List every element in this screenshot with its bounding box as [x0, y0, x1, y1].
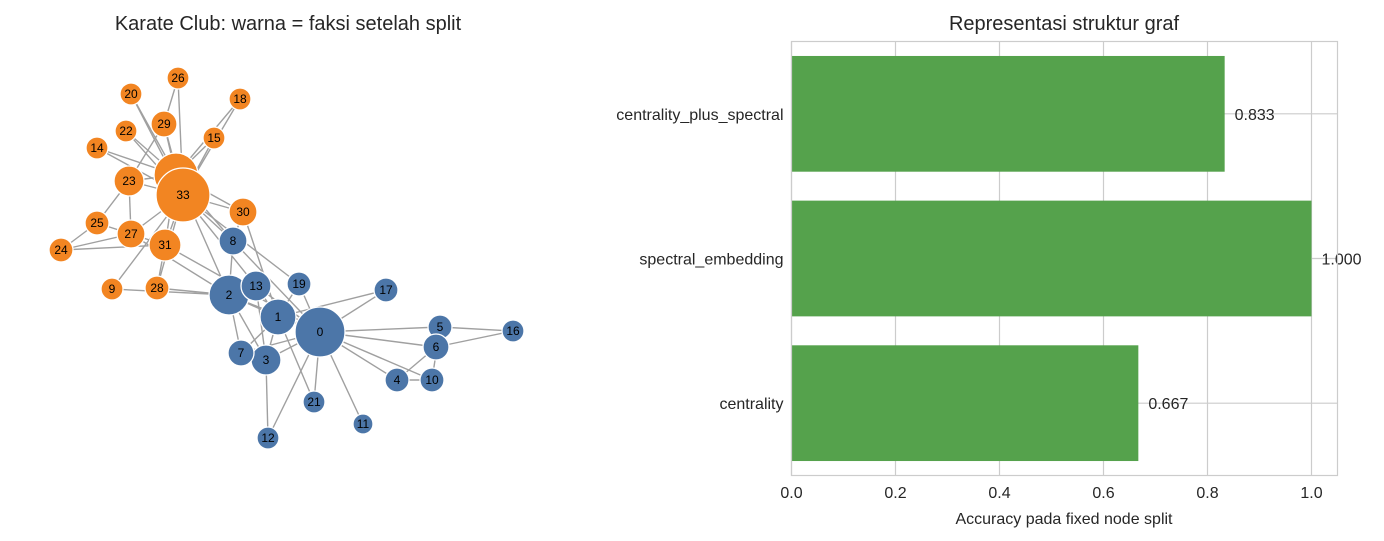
node-label: 14 [90, 141, 104, 155]
node-label: 28 [150, 281, 164, 295]
node-label: 25 [90, 216, 104, 230]
network-node [155, 167, 211, 223]
network-node [240, 270, 272, 302]
network-node [286, 271, 312, 297]
node-label: 7 [238, 346, 245, 360]
x-tick-label: 0.2 [884, 485, 906, 502]
x-axis-label: Accuracy pada fixed node split [955, 511, 1173, 528]
network-node [150, 110, 178, 138]
network-node [302, 390, 326, 414]
network-node [84, 210, 110, 236]
node-label: 19 [292, 277, 306, 291]
network-node [419, 367, 445, 393]
node-label: 16 [506, 324, 520, 338]
y-tick-labels: centrality_plus_spectral spectral_embeddi… [616, 107, 783, 413]
node-label: 2 [226, 288, 233, 302]
network-panel: Karate Club: warna = faksi setelah split… [48, 13, 525, 450]
network-node [202, 126, 226, 150]
bar-title: Representasi struktur graf [949, 13, 1180, 35]
network-node [501, 319, 525, 343]
node-label: 4 [394, 373, 401, 387]
node-label: 26 [171, 71, 185, 85]
network-node [259, 298, 297, 336]
x-tick-label: 0.6 [1092, 485, 1114, 502]
network-node [119, 82, 143, 106]
bar-value-label: 1.000 [1322, 252, 1362, 269]
node-label: 30 [236, 205, 250, 219]
node-label: 9 [109, 282, 116, 296]
node-label: 33 [176, 188, 190, 202]
bar [791, 200, 1312, 317]
network-nodes: 0123456789101112131415161718192021222324… [48, 66, 525, 450]
network-node [85, 136, 109, 160]
node-label: 8 [230, 234, 237, 248]
node-label: 20 [124, 87, 138, 101]
node-label: 15 [207, 131, 221, 145]
node-label: 21 [307, 395, 321, 409]
node-label: 24 [54, 243, 68, 257]
x-tick-label: 0.4 [988, 485, 1010, 502]
bar-series: 0.833 1.000 0.667 [791, 55, 1362, 462]
network-node [114, 119, 138, 143]
network-node [373, 277, 399, 303]
network-node [166, 66, 190, 90]
node-label: 10 [425, 373, 439, 387]
y-tick-label: centrality_plus_spectral [616, 107, 783, 124]
x-tick-label: 0.0 [780, 485, 802, 502]
node-label: 31 [158, 238, 172, 252]
node-label: 1 [275, 310, 282, 324]
bar-panel: Representasi struktur graf 0.833 1.000 0.6… [616, 13, 1361, 528]
node-label: 22 [119, 124, 133, 138]
network-node [228, 197, 258, 227]
network-node [294, 306, 346, 358]
network-title: Karate Club: warna = faksi setelah split [115, 13, 462, 35]
network-node [113, 165, 145, 197]
node-label: 13 [249, 279, 263, 293]
node-label: 3 [263, 353, 270, 367]
network-node [228, 87, 252, 111]
bar-value-label: 0.667 [1148, 396, 1188, 413]
x-tick-label: 1.0 [1300, 485, 1322, 502]
node-label: 0 [317, 325, 324, 339]
node-label: 5 [437, 320, 444, 334]
bar [791, 55, 1225, 172]
network-node [48, 237, 74, 263]
network-node [256, 426, 280, 450]
bar-value-label: 0.833 [1235, 107, 1275, 124]
y-tick-label: centrality [719, 396, 783, 413]
x-tick-labels: 0.0 0.2 0.4 0.6 0.8 1.0 [780, 485, 1322, 502]
node-label: 18 [233, 92, 247, 106]
network-node [422, 333, 450, 361]
bar [791, 345, 1139, 462]
node-label: 23 [122, 174, 136, 188]
y-tick-label: spectral_embedding [639, 252, 783, 269]
network-node [218, 226, 248, 256]
node-label: 29 [157, 117, 171, 131]
node-label: 27 [124, 227, 138, 241]
network-node [227, 339, 255, 367]
network-edge [60, 244, 166, 251]
network-node [100, 277, 124, 301]
network-node [148, 228, 182, 262]
node-label: 17 [379, 283, 393, 297]
network-node [116, 219, 146, 249]
node-label: 11 [357, 417, 370, 431]
network-node [384, 367, 410, 393]
node-label: 6 [433, 340, 440, 354]
network-node [144, 275, 170, 301]
node-label: 12 [261, 431, 275, 445]
network-node [352, 413, 374, 435]
plot-frame [790, 40, 1339, 477]
x-tick-label: 0.8 [1196, 485, 1218, 502]
